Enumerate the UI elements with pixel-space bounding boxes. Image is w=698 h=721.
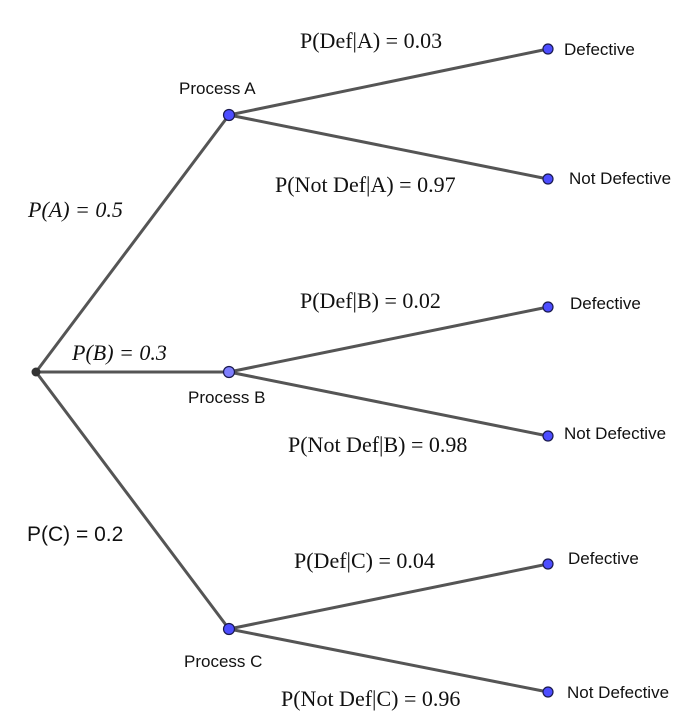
- root-node: [31, 367, 41, 377]
- leaf-b-defective: [542, 301, 554, 313]
- process-b-node: [222, 365, 236, 379]
- process-b-label: Process B: [188, 388, 265, 407]
- branch-root-to-process-a: [34, 113, 231, 374]
- branch-c-defective: [227, 562, 550, 631]
- outcome-a-not-defective: Not Defective: [569, 169, 671, 188]
- prob-notdef-given-c: P(Not Def|C) = 0.96: [281, 686, 460, 711]
- leaf-a-not-defective: [542, 173, 554, 185]
- prob-c-label: P(C) = 0.2: [27, 523, 123, 546]
- process-c-node: [222, 622, 236, 636]
- outcome-a-defective: Defective: [564, 40, 635, 59]
- outcome-b-not-defective: Not Defective: [564, 424, 666, 443]
- prob-notdef-given-b: P(Not Def|B) = 0.98: [288, 432, 467, 457]
- prob-notdef-given-a: P(Not Def|A) = 0.97: [275, 172, 456, 197]
- process-a-node: [222, 108, 236, 122]
- prob-def-given-a: P(Def|A) = 0.03: [300, 28, 442, 53]
- branch-a-defective: [227, 47, 550, 117]
- prob-def-given-c: P(Def|C) = 0.04: [294, 548, 435, 573]
- branch-b-defective: [227, 305, 550, 374]
- prob-b-label: P(B) = 0.3: [71, 340, 167, 365]
- branch-c-not-defective: [227, 627, 550, 694]
- branch-b-not-defective: [227, 370, 550, 438]
- outcome-c-defective: Defective: [568, 549, 639, 568]
- leaf-c-not-defective: [542, 686, 554, 698]
- outcome-c-not-defective: Not Defective: [567, 683, 669, 702]
- branch-root-to-process-c: [34, 370, 231, 631]
- process-a-label: Process A: [179, 79, 256, 98]
- process-c-label: Process C: [184, 652, 262, 671]
- branch-a-not-defective: [227, 113, 550, 181]
- leaf-c-defective: [542, 558, 554, 570]
- prob-def-given-b: P(Def|B) = 0.02: [300, 288, 441, 313]
- outcome-b-defective: Defective: [570, 294, 641, 313]
- prob-a-label: P(A) = 0.5: [27, 197, 123, 222]
- leaf-a-defective: [542, 43, 554, 55]
- leaf-b-not-defective: [542, 430, 554, 442]
